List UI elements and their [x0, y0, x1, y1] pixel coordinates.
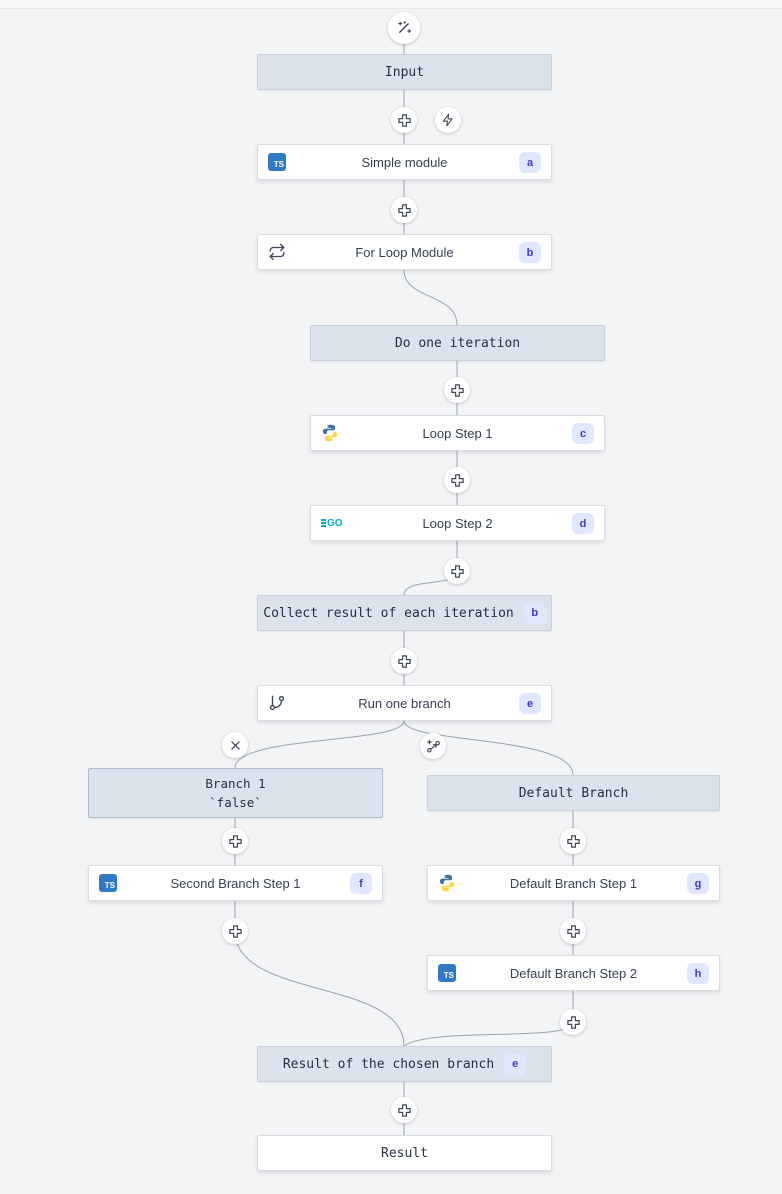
- flow-node-for-loop[interactable]: For Loop Module b: [257, 234, 552, 270]
- flow-node-result-of-chosen-branch[interactable]: Result of the chosen branch e: [257, 1046, 552, 1082]
- flow-node-collect-result[interactable]: Collect result of each iteration b: [257, 595, 552, 631]
- step-id-badge: g: [687, 873, 709, 894]
- plus-icon: [566, 924, 580, 938]
- plus-icon: [450, 473, 464, 487]
- python-icon: [322, 424, 338, 442]
- node-label: Do one iteration: [394, 335, 521, 351]
- flow-node-second-branch-step-1[interactable]: TS Second Branch Step 1 f: [88, 865, 383, 901]
- typescript-icon: TS: [268, 153, 286, 171]
- typescript-icon: TS: [99, 874, 117, 892]
- typescript-icon: TS: [438, 964, 456, 982]
- flow-node-default-branch-step-2[interactable]: TS Default Branch Step 2 h: [427, 955, 720, 991]
- plus-icon: [228, 834, 242, 848]
- node-label: For Loop Module: [355, 244, 454, 260]
- plus-icon: [397, 1103, 411, 1117]
- node-label: Input: [384, 64, 425, 80]
- flow-node-loop-step-1[interactable]: Loop Step 1 c: [310, 415, 605, 451]
- plus-icon: [397, 654, 411, 668]
- node-label: Default Branch Step 2: [509, 965, 638, 981]
- ai-flow-builder-button[interactable]: [388, 12, 420, 44]
- add-branch-button[interactable]: [420, 733, 446, 759]
- plus-icon: [397, 203, 411, 217]
- node-label: Simple module: [361, 154, 448, 170]
- x-icon: [230, 740, 240, 750]
- node-label: Result: [381, 1145, 428, 1161]
- top-strip: [0, 0, 782, 8]
- plus-icon: [566, 834, 580, 848]
- go-icon: GO: [321, 518, 343, 529]
- flow-node-result[interactable]: Result: [257, 1135, 552, 1171]
- plus-icon: [450, 383, 464, 397]
- add-step-button[interactable]: [391, 1097, 417, 1123]
- flow-node-branch-1[interactable]: Branch 1 `false`: [88, 768, 383, 818]
- flow-node-default-branch[interactable]: Default Branch: [427, 775, 720, 811]
- add-step-button[interactable]: [391, 197, 417, 223]
- plus-icon: [566, 1015, 580, 1029]
- node-label: Run one branch: [358, 695, 451, 711]
- step-id-badge: b: [519, 242, 541, 263]
- add-trigger-button[interactable]: [435, 107, 461, 133]
- flow-node-simple-module[interactable]: TS Simple module a: [257, 144, 552, 180]
- wand-sparkles-icon: [398, 21, 412, 34]
- flow-node-run-one-branch[interactable]: Run one branch e: [257, 685, 552, 721]
- node-label: Result of the chosen branch: [282, 1056, 495, 1072]
- add-step-button[interactable]: [560, 918, 586, 944]
- step-id-badge: h: [687, 963, 709, 984]
- add-step-button[interactable]: [444, 377, 470, 403]
- node-label: Loop Step 2: [422, 515, 493, 531]
- node-label: Default Branch Step 1: [509, 875, 638, 891]
- repeat-icon: [269, 243, 285, 261]
- add-step-button[interactable]: [444, 558, 470, 584]
- node-label: Second Branch Step 1: [170, 875, 301, 891]
- python-icon: [439, 874, 455, 892]
- top-divider: [0, 8, 782, 9]
- flow-node-do-one-iteration[interactable]: Do one iteration: [310, 325, 605, 361]
- step-id-badge: e: [504, 1053, 527, 1075]
- node-label: Collect result of each iteration: [263, 605, 514, 621]
- step-id-badge: d: [572, 513, 594, 534]
- branch-plus-icon: [426, 739, 440, 752]
- branch-label: Branch 1: [205, 776, 266, 791]
- step-id-badge: c: [572, 423, 594, 444]
- add-step-button[interactable]: [560, 828, 586, 854]
- git-branch-icon: [269, 695, 285, 711]
- plus-icon: [228, 924, 242, 938]
- add-step-button[interactable]: [222, 828, 248, 854]
- step-id-badge: f: [350, 873, 372, 894]
- add-step-button[interactable]: [444, 467, 470, 493]
- node-label: Default Branch: [518, 785, 629, 801]
- add-step-button[interactable]: [391, 107, 417, 133]
- add-step-button[interactable]: [222, 918, 248, 944]
- step-id-badge: e: [519, 693, 541, 714]
- add-step-button[interactable]: [391, 648, 417, 674]
- remove-branch-button[interactable]: [222, 732, 248, 758]
- add-step-button[interactable]: [560, 1009, 586, 1035]
- flow-node-loop-step-2[interactable]: GO Loop Step 2 d: [310, 505, 605, 541]
- branch-expression: `false`: [209, 795, 262, 810]
- step-id-badge: b: [523, 602, 546, 624]
- plus-icon: [397, 113, 411, 127]
- flow-node-input[interactable]: Input: [257, 54, 552, 90]
- node-label: Loop Step 1: [422, 425, 493, 441]
- plus-icon: [450, 564, 464, 578]
- step-id-badge: a: [519, 152, 541, 173]
- zap-icon: [442, 113, 453, 127]
- flow-node-default-branch-step-1[interactable]: Default Branch Step 1 g: [427, 865, 720, 901]
